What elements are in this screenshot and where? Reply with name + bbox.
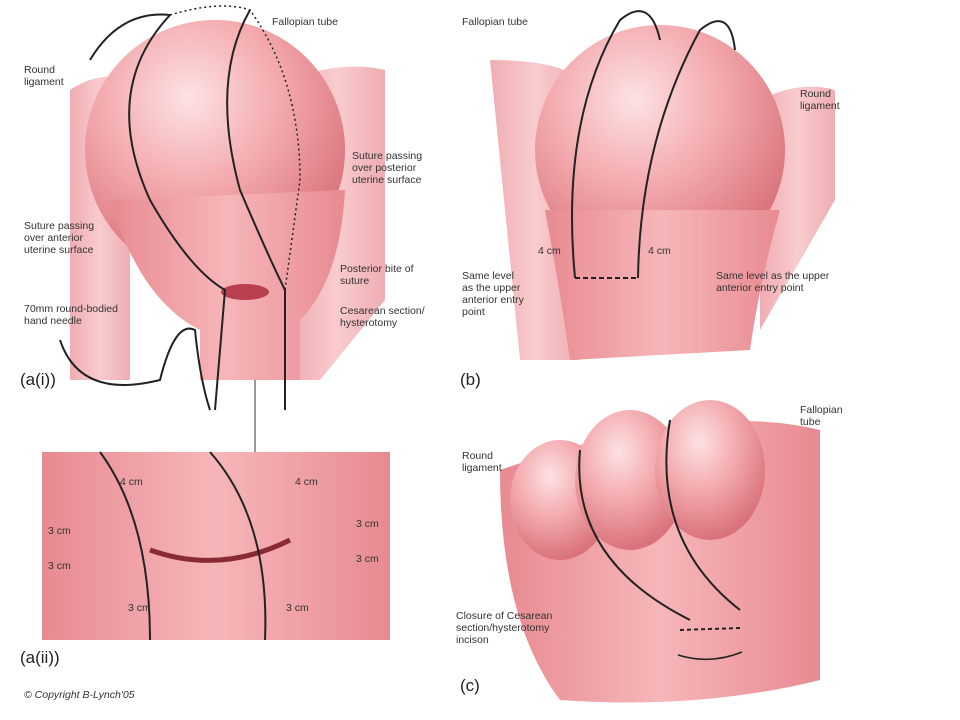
a-i-needle-label: 70mm round-bodied hand needle xyxy=(24,303,118,327)
a-i-suture-anterior-label: Suture passing over anterior uterine sur… xyxy=(24,220,95,256)
b-left-measure: 4 cm xyxy=(538,245,561,257)
a-i-cesarean-label: Cesarean section/ hysterotomy xyxy=(340,305,425,329)
a-ii-measure: 3 cm xyxy=(48,525,71,537)
a-i-round-ligament-label: Round ligament xyxy=(24,64,64,88)
c-round-ligament-label: Round ligament xyxy=(462,450,502,474)
c-fallopian-tube-label: Fallopian tube xyxy=(800,404,843,428)
a-ii-measure: 3 cm xyxy=(128,602,151,614)
uterus-compressed-view xyxy=(500,400,820,703)
a-ii-measure: 3 cm xyxy=(356,553,379,565)
b-round-ligament-label: Round ligament xyxy=(800,88,840,112)
panel-tag-b: (b) xyxy=(460,370,481,389)
a-ii-measure: 3 cm xyxy=(48,560,71,572)
a-i-suture-posterior-label: Suture passing over posterior uterine su… xyxy=(352,150,423,186)
b-same-level-right-label: Same level as the upper anterior entry p… xyxy=(716,270,830,294)
uterus-anterior-view xyxy=(59,5,385,411)
panel-tag-a-ii: (a(ii)) xyxy=(20,648,60,667)
a-ii-measure: 4 cm xyxy=(295,476,318,488)
b-same-level-left-label: Same level as the upper anterior entry p… xyxy=(462,270,524,318)
uterus-posterior-view xyxy=(490,10,835,360)
copyright: © Copyright B-Lynch'05 xyxy=(24,689,135,701)
b-right-measure: 4 cm xyxy=(648,245,671,257)
panel-tag-a-i: (a(i)) xyxy=(20,370,56,389)
panel-tag-c: (c) xyxy=(460,676,480,695)
a-ii-measure: 3 cm xyxy=(286,602,309,614)
a-ii-measure: 3 cm xyxy=(356,518,379,530)
c-closure-label: Closure of Cesarean section/hysterotomy … xyxy=(456,610,553,646)
b-fallopian-tube-label: Fallopian tube xyxy=(462,16,528,28)
a-i-fallopian-tube-label: Fallopian tube xyxy=(272,16,338,28)
a-ii-measure: 4 cm xyxy=(120,476,143,488)
a-i-posterior-bite-label: Posterior bite of suture xyxy=(340,263,414,287)
incision-detail xyxy=(42,380,390,641)
